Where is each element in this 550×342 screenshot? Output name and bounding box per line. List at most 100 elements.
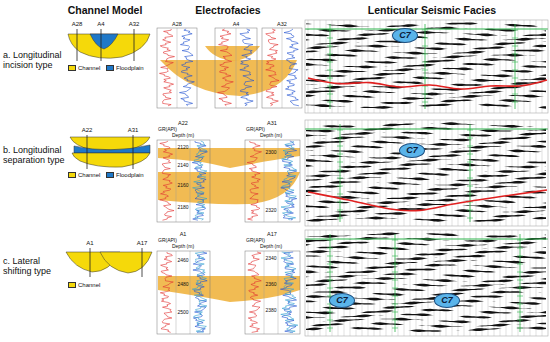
well-line (134, 29, 135, 61)
seismic-reflector (306, 22, 546, 27)
seismic-reflector (306, 259, 546, 264)
seismic-reflector (306, 31, 546, 36)
legend-text: Channel (78, 172, 100, 178)
seismic-reflector (306, 327, 546, 332)
seismic-reflector (306, 286, 546, 291)
depth-value: 2480 (177, 282, 188, 288)
log-track (245, 140, 300, 222)
seismic-reflector (306, 181, 546, 186)
depth-value: 2500 (177, 310, 188, 316)
seismic-reflector (306, 250, 546, 255)
depth-value: 2180 (177, 205, 188, 211)
log-header: Depth (m) (172, 244, 194, 250)
log-header: Depth (m) (260, 244, 282, 250)
well-name: A17 (267, 231, 277, 237)
seismic-reflector (306, 185, 546, 190)
legend-swatch (106, 65, 114, 71)
seismic-reflector (306, 150, 546, 155)
log-curve (192, 252, 207, 332)
seismic-reflector (306, 95, 546, 100)
seismic-reflector (306, 190, 546, 195)
well-line (87, 135, 88, 169)
log-curve (281, 252, 298, 332)
track-divider (278, 140, 279, 222)
seismic-reflector (306, 63, 546, 68)
log-curve (281, 141, 297, 220)
legend-swatch (68, 172, 76, 178)
sand-body (158, 172, 300, 204)
well-line (90, 248, 91, 277)
sand-body (158, 276, 300, 302)
well-name: A4 (233, 21, 240, 27)
well-name: A32 (129, 21, 140, 28)
well-name: A28 (72, 21, 83, 28)
legend-text: Floodplain (116, 65, 144, 71)
type-label: c. Lateral shifting type (3, 256, 65, 277)
seismic-reflector (306, 268, 546, 273)
log-header: Depth (m) (260, 133, 282, 139)
seismic-reflector (306, 127, 546, 132)
well-trace (330, 234, 331, 332)
well-trace (395, 234, 396, 332)
log-curve (247, 141, 261, 220)
seismic-reflector (306, 255, 546, 260)
log-header: GR(API) (246, 238, 265, 244)
legend-swatch (68, 65, 76, 71)
log-header: GR(API) (158, 127, 177, 133)
log-header: GR(API) (246, 127, 265, 133)
well-trace (425, 24, 426, 109)
seismic-reflector (306, 141, 546, 146)
sand-body (205, 46, 260, 61)
well-line (133, 135, 134, 169)
channel-models (66, 29, 152, 277)
seismic-reflector (306, 237, 546, 242)
seismic-reflector (306, 136, 546, 141)
depth-value: 2120 (177, 145, 188, 151)
well-name: A22 (178, 120, 188, 126)
well-name: A1 (180, 231, 187, 237)
depth-value: 2360 (265, 282, 276, 288)
well-name: A31 (128, 127, 139, 134)
seismic-section (305, 230, 548, 336)
log-curve (240, 29, 254, 106)
unit-label: C7 (336, 296, 348, 305)
seismic-reflector (306, 154, 546, 159)
well-trace (340, 124, 341, 222)
depth-value: 2300 (265, 150, 276, 156)
panel-frame (305, 20, 548, 113)
depth-value: 2140 (177, 163, 188, 169)
seismic-reflector (306, 45, 546, 50)
seismic-reflector (306, 264, 546, 269)
seismic-reflector (306, 40, 546, 45)
channel-body (100, 252, 152, 273)
channel-base-horizon (308, 190, 547, 211)
seismic-reflector (306, 58, 546, 63)
seismic-reflector (306, 163, 546, 168)
seismic-reflector (306, 49, 546, 54)
seismic-reflector (306, 232, 546, 237)
unit-oval: C7 (434, 293, 460, 308)
well-name: A17 (137, 240, 148, 247)
log-curve (284, 29, 299, 106)
channel-body (68, 34, 150, 58)
marker-horizon (305, 129, 548, 130)
log-header: GR(API) (158, 238, 177, 244)
channel-body (72, 153, 150, 167)
seismic-reflector (306, 313, 546, 318)
track-divider (278, 251, 279, 334)
seismic-reflector (306, 309, 546, 314)
unit-oval: C7 (392, 28, 418, 43)
well-trace (515, 24, 516, 109)
log-curve (160, 252, 173, 332)
track-divider (176, 251, 177, 334)
seismic-reflector (306, 36, 546, 41)
log-curve (281, 141, 297, 220)
log-track (157, 251, 210, 334)
seismic-reflector (306, 203, 546, 208)
depth-value: 2340 (265, 256, 276, 262)
well-trace (330, 24, 331, 109)
depth-value: 2460 (177, 258, 188, 264)
column-heading: Lenticular Seismic Facies (368, 4, 496, 16)
well-line (77, 29, 78, 61)
